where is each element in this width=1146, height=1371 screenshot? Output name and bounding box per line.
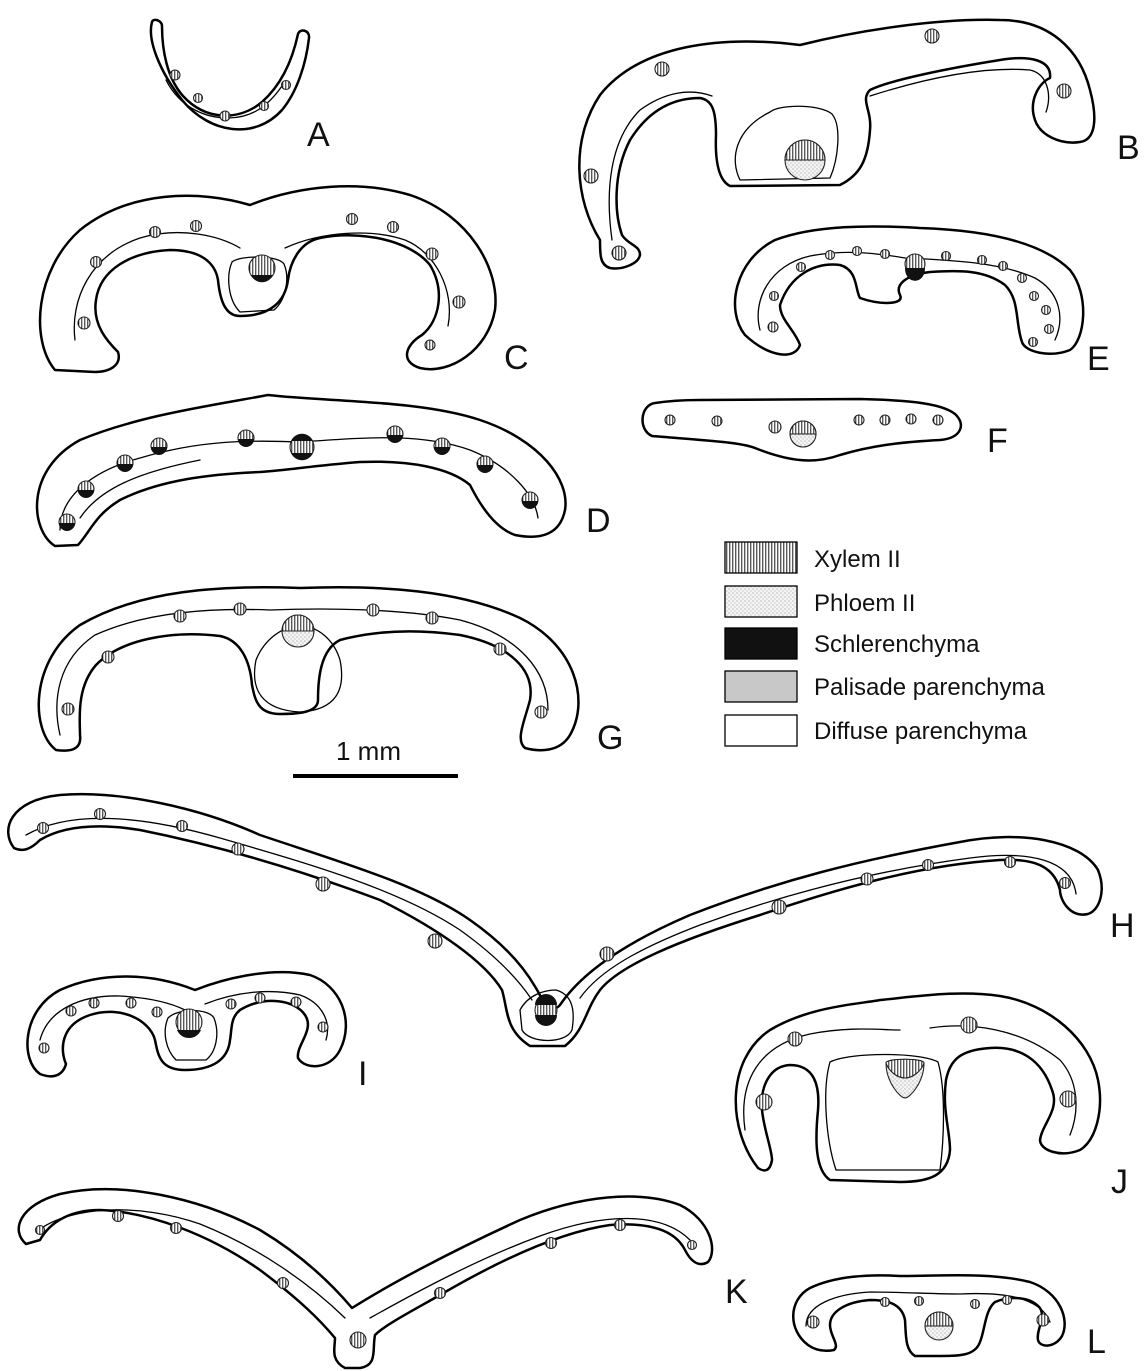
legend-swatch-phloem [725, 586, 797, 617]
section-k: K [19, 1189, 748, 1368]
panel-label-l: L [1087, 1323, 1106, 1361]
legend-label-phloem: Phloem II [814, 590, 915, 617]
section-d: D [37, 395, 611, 546]
vascular-bundles-e [768, 247, 1054, 347]
section-l: L [793, 1275, 1106, 1361]
vascular-bundles-d [59, 426, 538, 531]
panel-label-a: A [307, 116, 330, 154]
panel-label-i: I [358, 1055, 367, 1093]
vascular-bundles-k [36, 1211, 697, 1349]
vascular-bundles-l [807, 1296, 1049, 1341]
section-c: C [40, 186, 529, 377]
panel-label-j: J [1111, 1163, 1128, 1201]
panel-label-h: H [1110, 907, 1135, 945]
panel-label-d: D [586, 502, 611, 540]
vascular-bundles-b [584, 29, 1071, 260]
section-g: G [39, 587, 624, 757]
section-a: A [151, 20, 330, 154]
legend-label-schlerenchyma: Schlerenchyma [814, 631, 980, 658]
section-h: H [8, 794, 1134, 1046]
vascular-bundles-j [756, 1017, 1076, 1110]
panel-label-e: E [1087, 340, 1110, 378]
section-b: B [579, 20, 1139, 269]
legend-swatch-xylem [725, 542, 797, 573]
legend-label-palisade: Palisade parenchyma [814, 674, 1045, 701]
vascular-bundles-a [170, 70, 291, 121]
legend-swatch-palisade [725, 671, 797, 702]
panel-label-g: G [597, 719, 623, 757]
legend-label-xylem: Xylem II [814, 546, 901, 573]
panel-label-f: F [987, 422, 1008, 460]
scale-bar: 1 mm [293, 736, 458, 776]
vascular-bundles-g [62, 603, 547, 718]
scale-bar-label: 1 mm [336, 736, 401, 766]
section-j: J [736, 993, 1128, 1201]
section-i: I [27, 972, 367, 1093]
legend-label-diffuse: Diffuse parenchyma [814, 718, 1028, 745]
vascular-bundles-c [78, 214, 465, 351]
legend-swatch-diffuse [725, 715, 797, 746]
panel-label-b: B [1117, 129, 1140, 167]
section-e: E [735, 226, 1110, 378]
panel-label-c: C [504, 339, 529, 377]
panel-label-k: K [725, 1273, 748, 1311]
legend: Xylem II Phloem II Schlerenchyma Palisad… [725, 542, 1045, 746]
section-f: F [643, 399, 1008, 460]
legend-swatch-schlerenchyma [725, 628, 797, 659]
